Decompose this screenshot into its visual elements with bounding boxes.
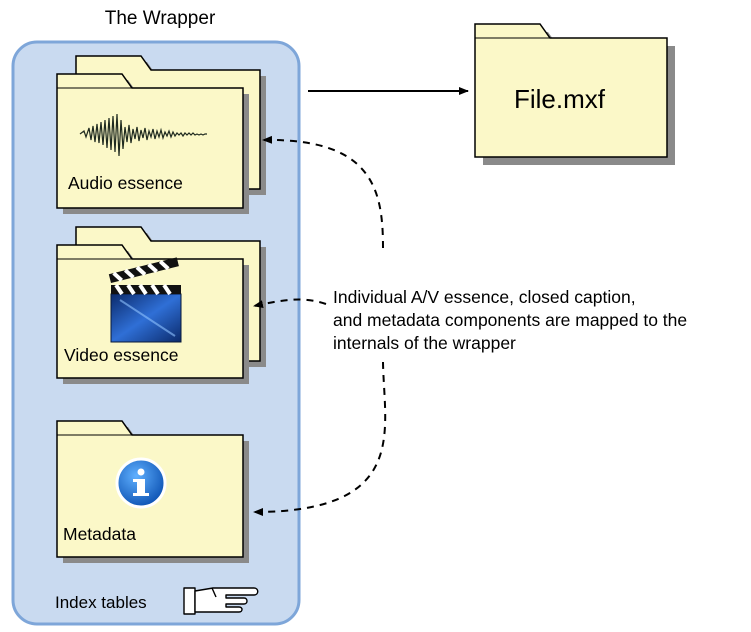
metadata-folder	[56, 420, 249, 563]
dashed-connector-to-metadata	[253, 361, 387, 516]
dashed-connector-to-video	[253, 298, 327, 309]
caption-line: and metadata components are mapped to th…	[333, 310, 688, 330]
mapping-caption: Individual A/V essence, closed caption, …	[333, 286, 743, 355]
wrapper-title: The Wrapper	[104, 8, 216, 29]
caption-line: internals of the wrapper	[333, 333, 516, 353]
audio-essence-label: Audio essence	[68, 173, 183, 193]
caption-line: Individual A/V essence, closed caption,	[333, 287, 636, 307]
file-name-label: File.mxf	[514, 84, 605, 114]
file-folder	[474, 23, 675, 165]
audio-folder	[56, 55, 266, 214]
pointing-hand-icon	[183, 587, 259, 615]
dashed-connector-to-audio	[262, 135, 384, 249]
audio-waveform-icon	[79, 113, 207, 157]
clapperboard-icon	[108, 257, 182, 343]
index-tables-label: Index tables	[55, 593, 147, 612]
metadata-label: Metadata	[63, 524, 136, 544]
video-essence-label: Video essence	[64, 345, 179, 365]
video-folder	[56, 226, 266, 384]
info-icon	[115, 457, 167, 509]
